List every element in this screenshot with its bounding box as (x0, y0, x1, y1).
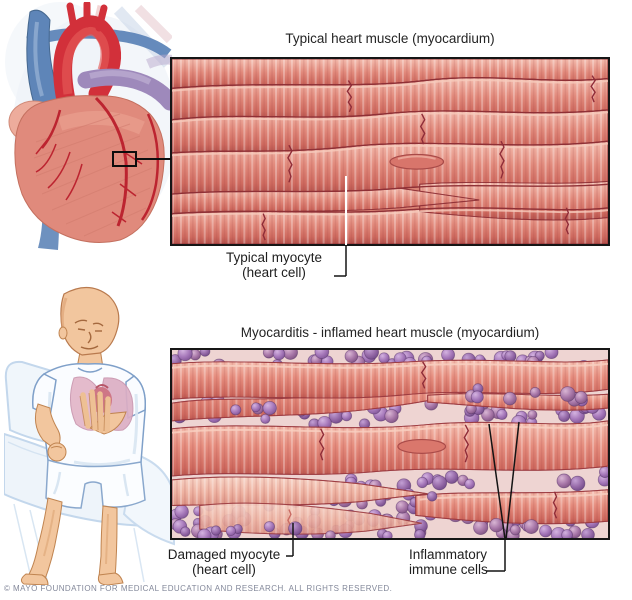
label-inflammatory-cells: Inflammatory immune cells (409, 547, 519, 577)
immune-cell (344, 350, 359, 363)
patient-illustration (4, 286, 175, 585)
label-typical-myocyte: Typical myocyte (heart cell) (205, 250, 343, 280)
immune-cell (470, 390, 484, 404)
immune-cell (325, 530, 336, 538)
immune-cell (523, 519, 539, 534)
blue-vessel-branch (26, 27, 172, 59)
immune-cell (197, 528, 212, 538)
immune-cell (558, 410, 571, 423)
immune-cell (598, 466, 608, 478)
healthy-muscle-fiber-art (172, 59, 608, 244)
heart-locator-illustration (5, 2, 172, 250)
nucleus-highlight (397, 155, 436, 160)
immune-cell (378, 352, 390, 364)
immune-cell (559, 386, 576, 402)
immune-cell (441, 350, 456, 362)
label-immune-line1: Inflammatory (409, 547, 488, 562)
label-immune-line2: immune cells (409, 562, 488, 577)
immune-cell (496, 408, 508, 420)
hand-fingers (80, 389, 111, 433)
heart-highlight (57, 110, 145, 135)
fiber-seams (172, 77, 608, 217)
aorta-highlight (62, 26, 110, 95)
immune-cell (341, 410, 353, 422)
immune-cell (574, 390, 588, 404)
faded-vessel (134, 4, 172, 44)
immune-cell (527, 409, 538, 420)
immune-cell (314, 350, 330, 360)
label-damaged-line2: (heart cell) (192, 562, 256, 577)
immune-cell (180, 526, 191, 537)
patient-body (20, 286, 147, 585)
label-typical-myocyte-line2: (heart cell) (242, 265, 306, 280)
face-features (74, 319, 104, 350)
immune-cell (504, 350, 517, 363)
immune-cell (414, 529, 426, 538)
immune-cell (262, 400, 277, 416)
faded-vessel (146, 54, 172, 69)
immune-cell (272, 350, 286, 361)
immune-cell (262, 350, 275, 359)
pulmonary-artery (77, 68, 172, 111)
immune-cell (444, 470, 459, 484)
immune-cell (529, 387, 541, 398)
immune-cell (250, 402, 261, 413)
immune-cell (382, 530, 393, 538)
immune-cell (581, 527, 595, 538)
immune-cell (225, 525, 237, 537)
immune-cell (260, 413, 271, 424)
immune-cell (384, 408, 399, 424)
immune-cell (544, 350, 559, 360)
immune-cell (539, 524, 553, 538)
panel-title-myocarditis: Myocarditis - inflamed heart muscle (myo… (240, 325, 540, 340)
immune-cell (199, 350, 211, 357)
label-damaged-line1: Damaged myocyte (167, 547, 281, 562)
inflamed-muscle-fiber-art (172, 350, 608, 538)
immune-cell (464, 478, 476, 490)
immune-cell (569, 475, 586, 492)
intercalated-discs (261, 75, 596, 241)
vessel-highlight (33, 21, 44, 97)
label-typical-myocyte-line1: Typical myocyte (225, 250, 323, 265)
panel-title-typical: Typical heart muscle (myocardium) (285, 31, 495, 46)
panel-myocarditis (170, 348, 610, 540)
intercalated-discs (287, 361, 558, 531)
copyright-line: © MAYO FOUNDATION FOR MEDICAL EDUCATION … (4, 584, 393, 593)
immune-cells (197, 383, 588, 538)
immune-cell (509, 524, 521, 536)
immune-cell (473, 519, 489, 535)
vessel-highlight (89, 70, 152, 85)
immune-cell (210, 525, 222, 536)
immune-cell (363, 350, 379, 360)
immune-cell (288, 521, 303, 536)
panel-typical-myocardium (170, 57, 610, 246)
immune-cell (561, 529, 573, 538)
immune-cell (489, 518, 504, 533)
label-damaged-myocyte: Damaged myocyte (heart cell) (156, 547, 292, 577)
immune-cell (177, 350, 193, 362)
immune-cell (556, 473, 572, 489)
immune-cell (416, 476, 428, 489)
aortic-branch (66, 2, 78, 32)
immune-cell (481, 408, 495, 422)
aortic-branch (95, 4, 108, 32)
immune-cell (395, 500, 409, 514)
immune-cell (426, 491, 438, 502)
myocyte-nucleus (397, 438, 447, 454)
immune-cell (263, 521, 275, 533)
immune-cell (432, 475, 448, 491)
immune-cell (174, 504, 189, 519)
immune-cell (503, 391, 517, 406)
immune-cell (230, 404, 242, 416)
